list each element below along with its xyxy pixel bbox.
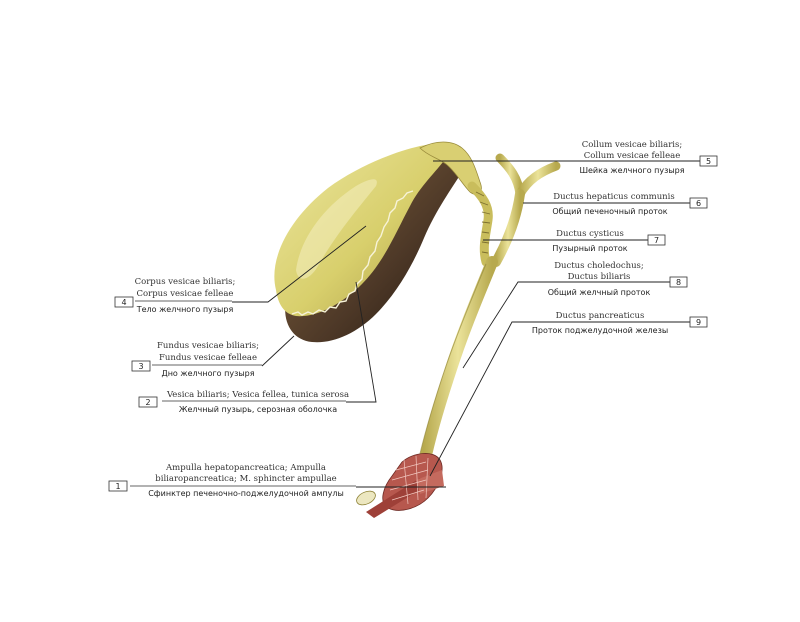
label-5-number: 5 [706, 157, 711, 166]
label-9-latin: Ductus pancreaticus [556, 311, 645, 321]
label-3: Fundus vesicae biliaris; Fundus vesicae … [131, 341, 262, 378]
common-bile-duct [418, 256, 498, 470]
leader-2 [346, 281, 377, 403]
label-5-number-box [699, 155, 718, 167]
label-1-number: 1 [115, 482, 120, 491]
label-9-number-box [689, 316, 708, 328]
label-2-russian: Желчный пузырь, серозная оболочка [179, 405, 337, 414]
cystic-duct-spiral [475, 191, 491, 254]
label-8-latin-line2: Ductus biliaris [568, 272, 631, 282]
label-1-number-box [108, 480, 128, 492]
right-hepatic-duct [495, 153, 525, 199]
label-4-number: 4 [121, 298, 126, 307]
label-6-number: 6 [696, 199, 701, 208]
label-6-latin: Ductus hepaticus communis [553, 192, 674, 202]
label-3-number: 3 [138, 362, 143, 371]
label-1: Ampulla hepatopancreatica; Ampulla bilia… [108, 463, 356, 498]
label-6-russian: Общий печеночный проток [552, 207, 667, 216]
label-5-latin-line2: Collum vesicae felleae [584, 151, 681, 161]
label-4-number-box [114, 296, 134, 308]
label-2: Vesica biliaris; Vesica fellea, tunica s… [138, 390, 349, 414]
label-9: Ductus pancreaticus Проток поджелудочной… [532, 311, 708, 335]
label-3-latin-line2: Fundus vesicae felleae [159, 353, 257, 363]
leader-lines [232, 160, 700, 488]
gallbladder-highlight [296, 179, 377, 279]
label-7: Ductus cysticus Пузырный проток 7 [552, 229, 666, 253]
serosa-cut-edge [291, 190, 414, 316]
duct-shade [417, 263, 487, 463]
gallbladder-illustration [274, 141, 561, 518]
label-3-number-box [131, 360, 151, 372]
label-8-russian: Общий желчный проток [548, 288, 651, 297]
left-hepatic-duct [515, 161, 561, 199]
label-8-latin-line1: Ductus choledochus; [554, 261, 644, 271]
label-7-latin: Ductus cysticus [556, 229, 624, 239]
label-9-number: 9 [696, 318, 701, 327]
ampulla-sphincter [356, 453, 444, 518]
leader-4 [232, 225, 367, 303]
label-1-latin-line2: biliaropancreatica; M. sphincter ampulla… [155, 474, 336, 484]
label-4-latin-line2: Corpus vesicae felleae [137, 289, 234, 299]
label-2-latin: Vesica biliaris; Vesica fellea, tunica s… [166, 390, 349, 400]
leader-3 [261, 335, 295, 367]
label-9-russian: Проток поджелудочной железы [532, 326, 668, 335]
label-8-number-box [669, 276, 688, 288]
label-4-russian: Тело желчного пузыря [136, 305, 234, 314]
label-7-russian: Пузырный проток [552, 244, 627, 253]
label-4-latin-line1: Corpus vesicae biliaris; [135, 277, 236, 287]
label-3-latin-line1: Fundus vesicae biliaris; [157, 341, 259, 351]
label-8: Ductus choledochus; Ductus biliaris Общи… [548, 261, 688, 297]
label-7-number: 7 [654, 236, 659, 245]
label-5-latin-line1: Collum vesicae biliaris; [582, 140, 682, 150]
label-4: Corpus vesicae biliaris; Corpus vesicae … [114, 277, 236, 314]
label-3-russian: Дно желчного пузыря [161, 369, 254, 378]
label-1-russian: Сфинктер печеночно-поджелудочной ампулы [148, 489, 344, 498]
label-5-russian: Шейка желчного пузыря [579, 166, 684, 175]
label-7-number-box [647, 234, 666, 246]
label-2-number: 2 [145, 398, 150, 407]
label-1-latin-line1: Ampulla hepatopancreatica; Ampulla [165, 463, 326, 473]
common-hepatic-duct [491, 189, 525, 267]
cystic-duct [467, 181, 493, 267]
label-6-number-box [689, 197, 708, 209]
leader-9 [429, 321, 690, 477]
label-6: Ductus hepaticus communis Общий печеночн… [552, 192, 708, 216]
label-5: Collum vesicae biliaris; Collum vesicae … [579, 140, 718, 175]
label-8-number: 8 [676, 278, 681, 287]
label-2-number-box [138, 396, 158, 408]
leader-8 [462, 281, 670, 369]
